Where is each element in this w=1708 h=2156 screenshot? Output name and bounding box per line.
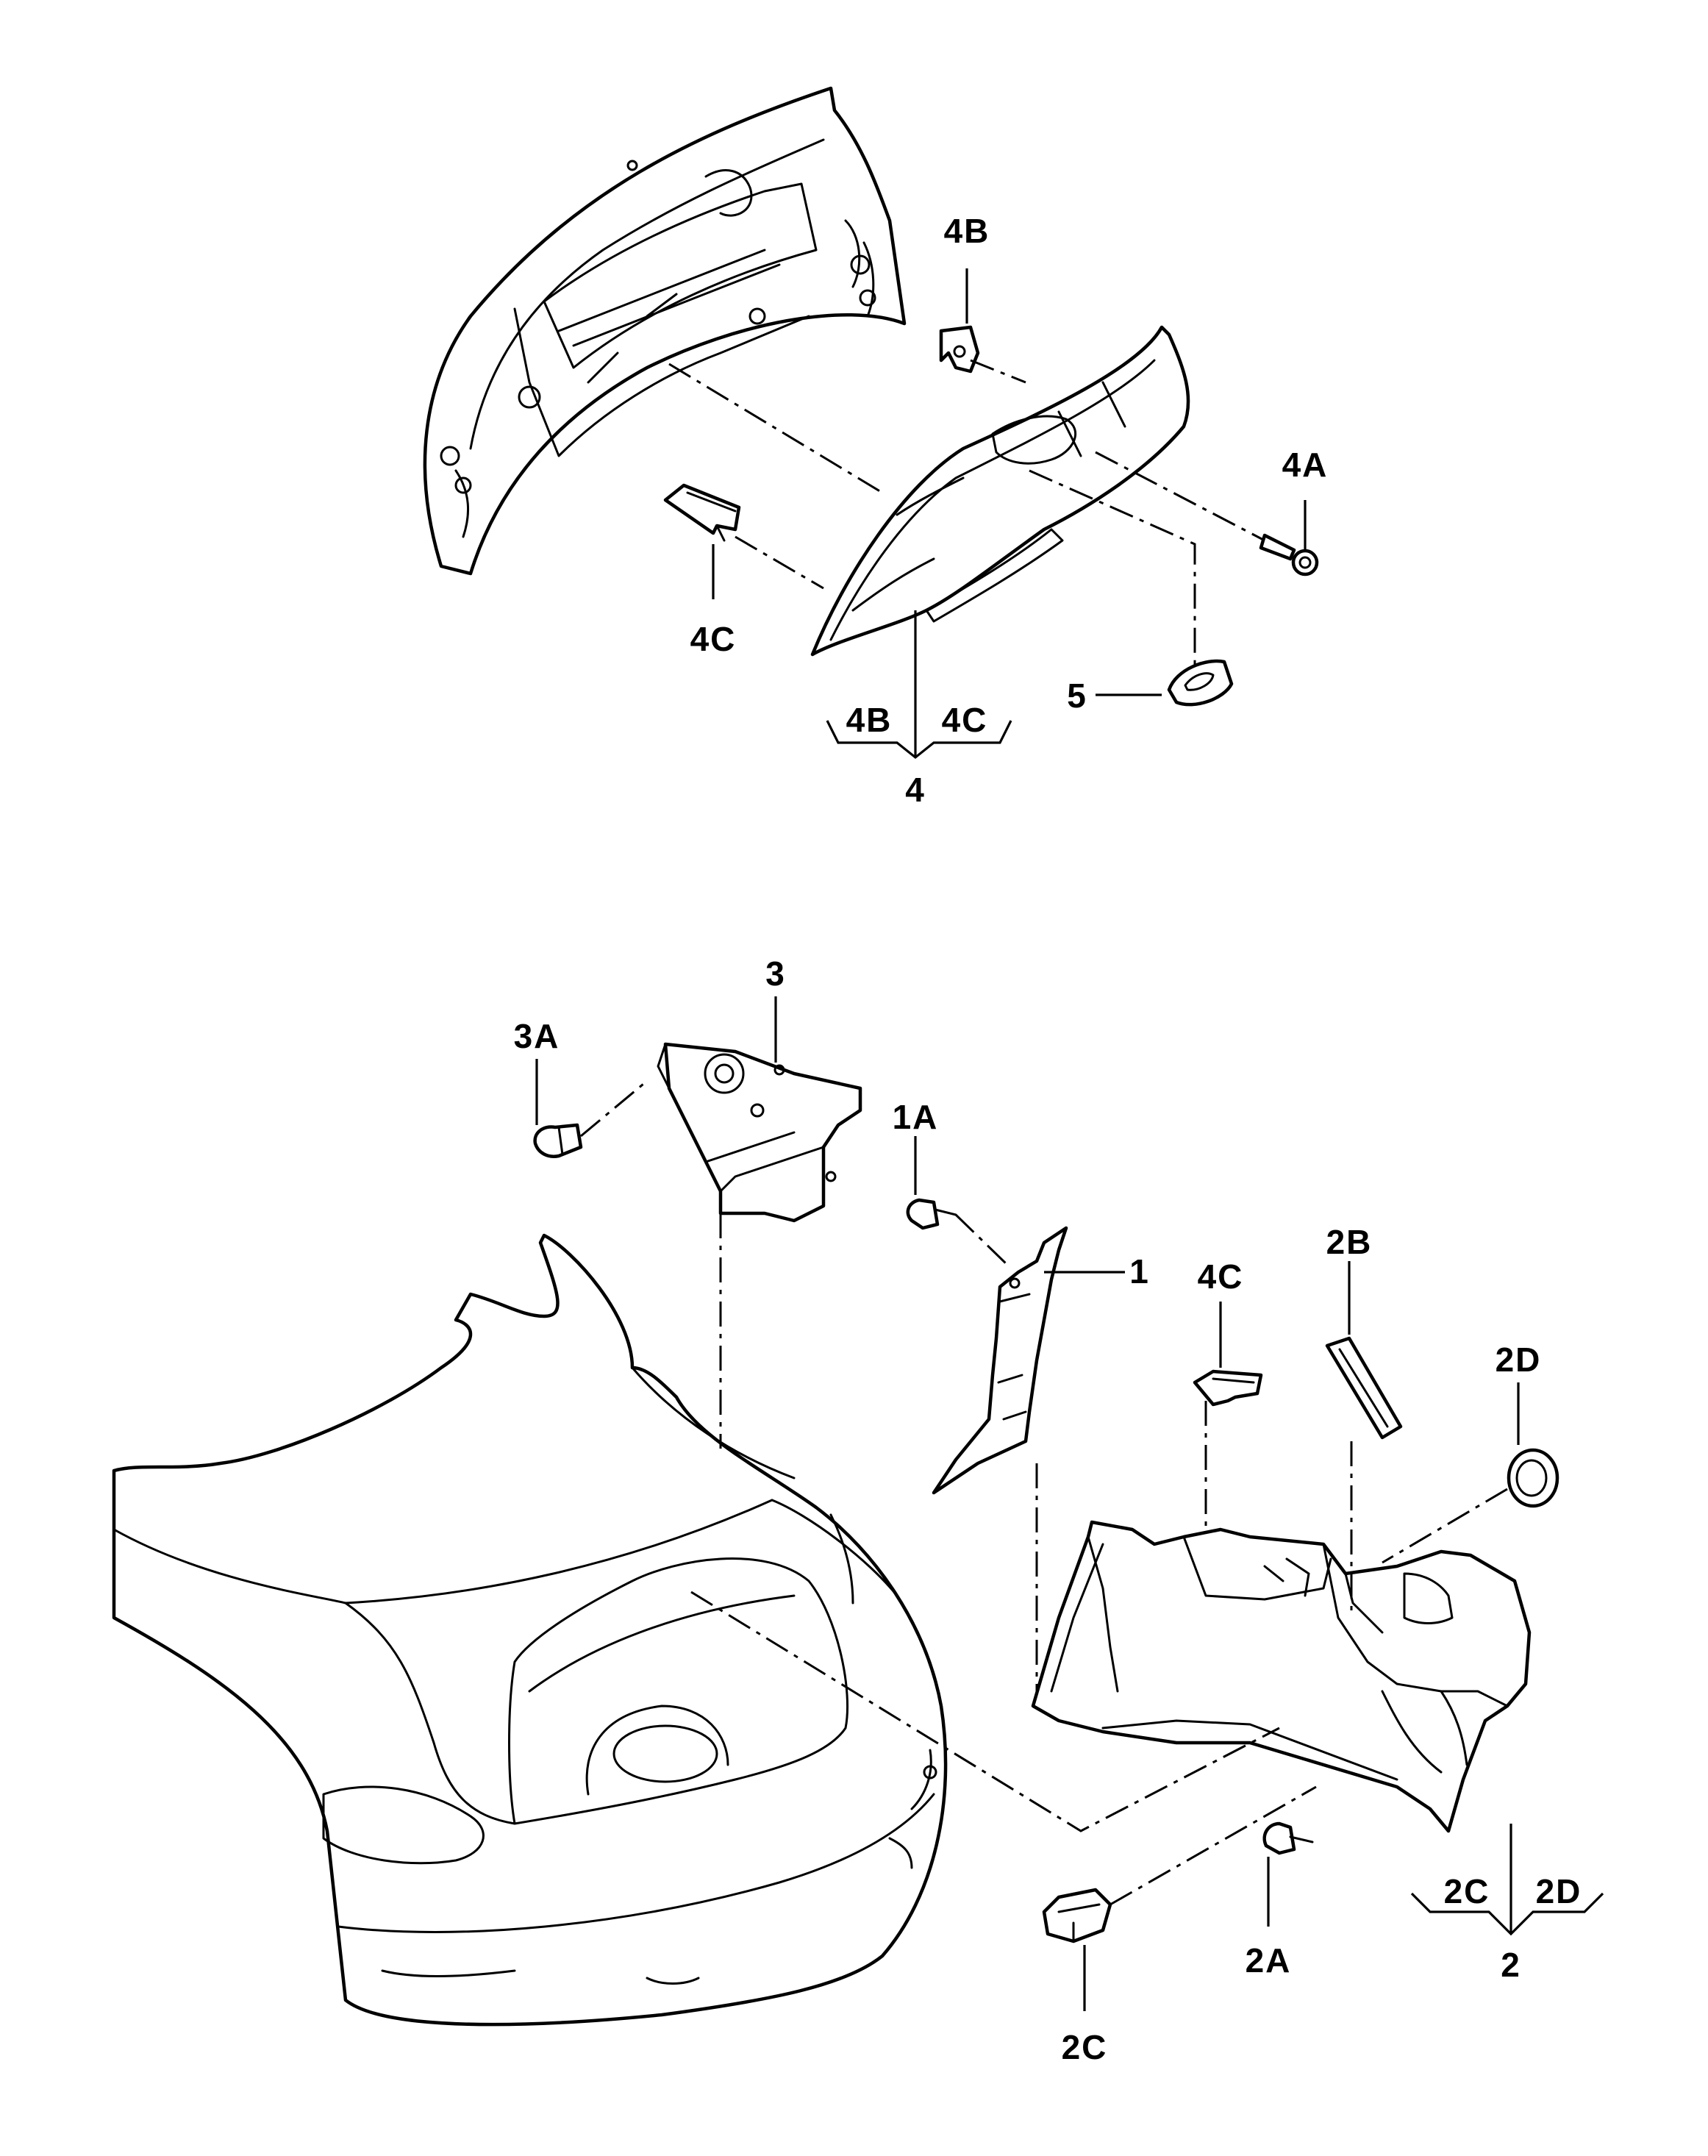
trunk-lid-trim-panel	[810, 325, 1190, 657]
trunk-lid	[423, 86, 907, 576]
label-1a: 1A	[893, 1098, 939, 1136]
clip-4b	[939, 325, 980, 374]
screw-4a	[1259, 533, 1319, 577]
label-4a: 4A	[1282, 446, 1329, 484]
assembly-line-4b	[970, 359, 1026, 384]
label-3a: 3A	[514, 1017, 560, 1055]
corner-trim-3	[657, 1042, 862, 1223]
label-4c-lower: 4C	[1198, 1257, 1244, 1296]
label-2a: 2A	[1246, 1941, 1292, 1980]
assembly-line-5	[1029, 469, 1196, 665]
assembly-line-2c	[1110, 1785, 1317, 1906]
grommet-2d	[1507, 1448, 1559, 1508]
bracket-2c	[1042, 1888, 1112, 1943]
pillar-trim-1	[932, 1226, 1068, 1495]
screw-2a	[1262, 1821, 1314, 1855]
label-2c: 2C	[1062, 2028, 1108, 2066]
label-4b: 4B	[944, 212, 990, 250]
assembly-line-2d	[1382, 1488, 1508, 1564]
assembly-line-body-panel	[690, 1591, 1280, 1832]
clip-4c	[663, 483, 741, 542]
screw-1a	[906, 1198, 957, 1230]
label-5: 5	[1067, 677, 1087, 715]
label-1: 1	[1129, 1252, 1150, 1291]
pin-3a	[533, 1123, 583, 1158]
bulb-5	[1167, 659, 1234, 707]
clip-4c-lower	[1193, 1369, 1263, 1407]
label-2b: 2B	[1326, 1223, 1373, 1261]
assembly-line-4a	[1095, 451, 1265, 542]
label-group-4c: 4C	[942, 701, 988, 739]
trunk-side-panel-2	[1031, 1520, 1532, 1833]
assembly-line-lid-panel	[668, 363, 883, 494]
label-3: 3	[765, 954, 786, 993]
label-4c: 4C	[690, 620, 737, 658]
assembly-line-4c	[735, 535, 824, 590]
label-group-2c: 2C	[1444, 1872, 1490, 1910]
pad-2b	[1325, 1336, 1403, 1440]
label-group-2d: 2D	[1536, 1872, 1582, 1910]
assembly-line-3a	[580, 1079, 648, 1138]
label-2d: 2D	[1496, 1341, 1542, 1379]
assembly-line-1a	[954, 1213, 1009, 1266]
vehicle-rear-body	[112, 1233, 948, 2027]
label-group-4b: 4B	[846, 701, 893, 739]
label-2: 2	[1501, 1946, 1521, 1984]
label-4: 4	[905, 771, 926, 809]
